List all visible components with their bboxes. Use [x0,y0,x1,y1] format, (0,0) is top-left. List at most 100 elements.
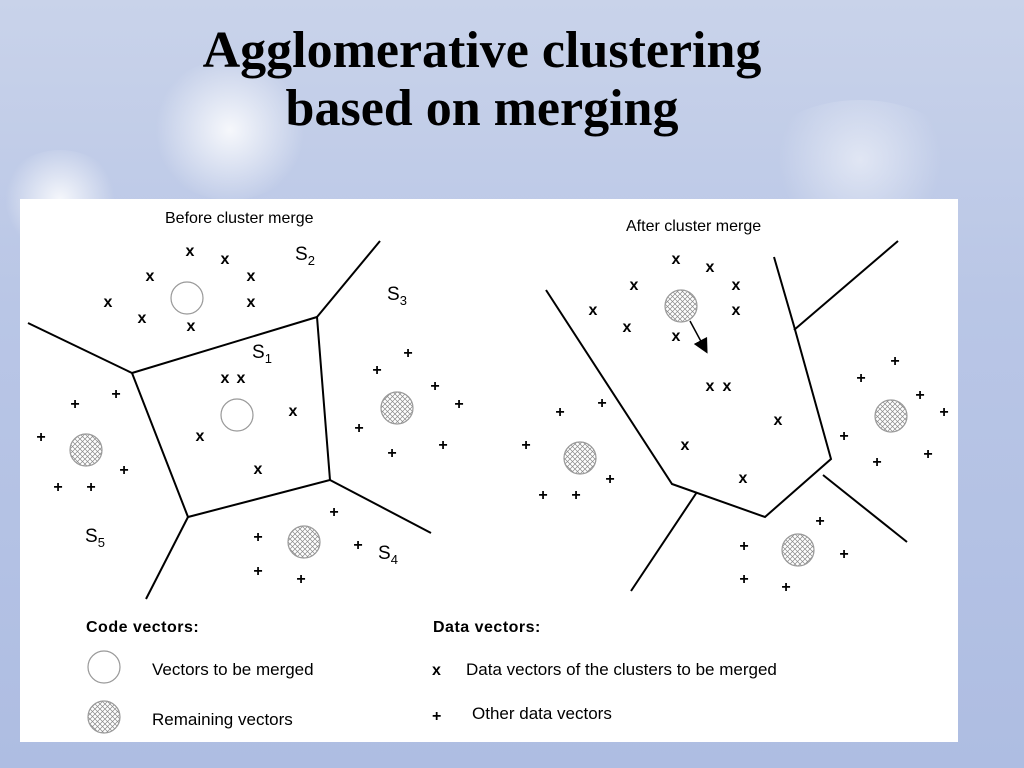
data-vector-x: x [289,403,298,420]
data-vector-plus: + [939,404,948,421]
legend-x-marker: x [432,662,441,679]
data-vector-x: x [630,277,639,294]
legend-data-other: Other data vectors [472,704,612,723]
data-vector-x: x [739,470,748,487]
before-caption: Before cluster merge [165,210,314,227]
cluster-label-s1: S1 [252,342,272,366]
data-vector-x: x [186,243,195,260]
data-vector-plus: + [296,571,305,588]
title-line-2: based on merging [285,80,679,137]
data-vector-plus: + [521,437,530,454]
data-vector-plus: + [454,396,463,413]
before-merged-data-vectors: x x x x x x x x x x x x x [104,243,298,478]
data-vector-x: x [681,437,690,454]
data-vector-plus: + [571,487,580,504]
data-vector-plus: + [739,538,748,555]
legend-remaining-circle-icon [87,700,121,734]
data-vector-plus: + [856,370,865,387]
diagram-panel: Before cluster merge x x x x x x x x x x… [20,199,958,742]
data-vector-x: x [247,268,256,285]
boundary-line [822,474,908,543]
cluster-label-s5: S5 [85,526,105,550]
legend-plus-marker: + [432,708,441,725]
data-vector-x: x [623,319,632,336]
data-vector-plus: + [555,404,564,421]
data-vector-x: x [672,251,681,268]
legend-code-vectors-title: Code vectors: [86,619,199,636]
merge-arrow [689,320,708,354]
before-other-data-vectors: + + + + + + + + + + + + + + + + + + [36,345,463,588]
data-vector-plus: + [438,437,447,454]
data-vector-plus: + [53,479,62,496]
boundary-line [316,240,381,318]
data-vector-plus: + [387,445,396,462]
data-vector-x: x [187,318,196,335]
data-vector-plus: + [253,529,262,546]
data-vector-x: x [237,370,246,387]
data-vector-x: x [732,277,741,294]
data-vector-x: x [221,370,230,387]
code-vector-remaining [69,433,103,467]
cluster-label-s3: S3 [387,284,407,308]
data-vector-plus: + [111,386,120,403]
data-vector-x: x [146,268,155,285]
data-vector-x: x [723,378,732,395]
merged-cluster-boundary [545,256,833,519]
data-vector-x: x [254,461,263,478]
boundary-line [145,516,189,600]
legend-data-vectors-title: Data vectors: [433,619,541,636]
data-vector-plus: + [872,454,881,471]
data-vector-x: x [221,251,230,268]
data-vector-plus: + [781,579,790,596]
data-vector-plus: + [815,513,824,530]
slide-title: Agglomerative clustering based on mergin… [0,22,964,138]
data-vector-plus: + [430,378,439,395]
data-vector-plus: + [915,387,924,404]
clustering-diagram: Before cluster merge x x x x x x x x x x… [27,210,949,734]
data-vector-x: x [732,302,741,319]
legend-merge-circle-icon [87,650,121,684]
data-vector-plus: + [119,462,128,479]
code-vector-to-merge [220,398,254,432]
data-vector-plus: + [353,537,362,554]
after-cluster-boundaries [545,240,908,592]
data-vector-plus: + [605,471,614,488]
after-caption: After cluster merge [626,218,761,235]
boundary-line [329,479,432,534]
data-vector-plus: + [597,395,606,412]
data-vector-x: x [104,294,113,311]
data-vector-plus: + [36,429,45,446]
data-vector-plus: + [923,446,932,463]
data-vector-x: x [672,328,681,345]
data-vector-x: x [706,378,715,395]
cluster-label-s2: S2 [295,244,315,268]
code-vector-remaining [563,441,597,475]
code-vector-to-merge [170,281,204,315]
after-merged-data-vectors: x x x x x x x x x x x x x [589,251,783,487]
before-cluster-boundaries [27,240,432,600]
data-vector-x: x [196,428,205,445]
code-vector-remaining [287,525,321,559]
data-vector-x: x [706,259,715,276]
data-vector-plus: + [86,479,95,496]
data-vector-plus: + [70,396,79,413]
data-vector-x: x [138,310,147,327]
cluster-label-s4: S4 [378,543,398,567]
legend-data-merged: Data vectors of the clusters to be merge… [466,660,777,679]
boundary-line [630,491,698,592]
boundary-line [27,322,133,374]
data-vector-x: x [589,302,598,319]
title-line-1: Agglomerative clustering [202,22,762,79]
legend-code-remaining: Remaining vectors [152,710,293,729]
data-vector-x: x [774,412,783,429]
data-vector-plus: + [890,353,899,370]
code-vector-remaining [380,391,414,425]
boundary-line [793,240,899,331]
code-vector-remaining [664,289,698,323]
data-vector-plus: + [538,487,547,504]
data-vector-plus: + [839,546,848,563]
data-vector-plus: + [253,563,262,580]
data-vector-plus: + [372,362,381,379]
after-other-data-vectors: + + + + + + + + + + + + + + + + + + [521,353,948,596]
legend-code-merged: Vectors to be merged [152,660,314,679]
